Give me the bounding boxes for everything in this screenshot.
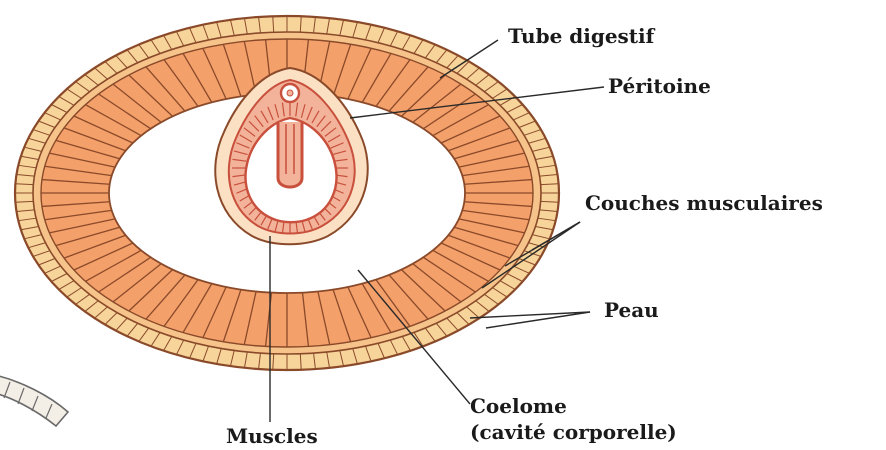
label-muscles: Muscles <box>226 426 318 446</box>
label-coelome-sub: (cavité corporelle) <box>470 422 677 442</box>
worm-fragment <box>0 374 68 426</box>
dorsal-vessel-center <box>287 90 293 96</box>
label-couches-musculaires: Couches musculaires <box>585 193 823 213</box>
label-peritoine: Péritoine <box>608 76 711 96</box>
typhlosole-fold <box>278 122 302 187</box>
label-peau: Peau <box>604 300 659 320</box>
label-tube-digestif: Tube digestif <box>508 26 654 46</box>
label-coelome: Coelome <box>470 396 567 416</box>
